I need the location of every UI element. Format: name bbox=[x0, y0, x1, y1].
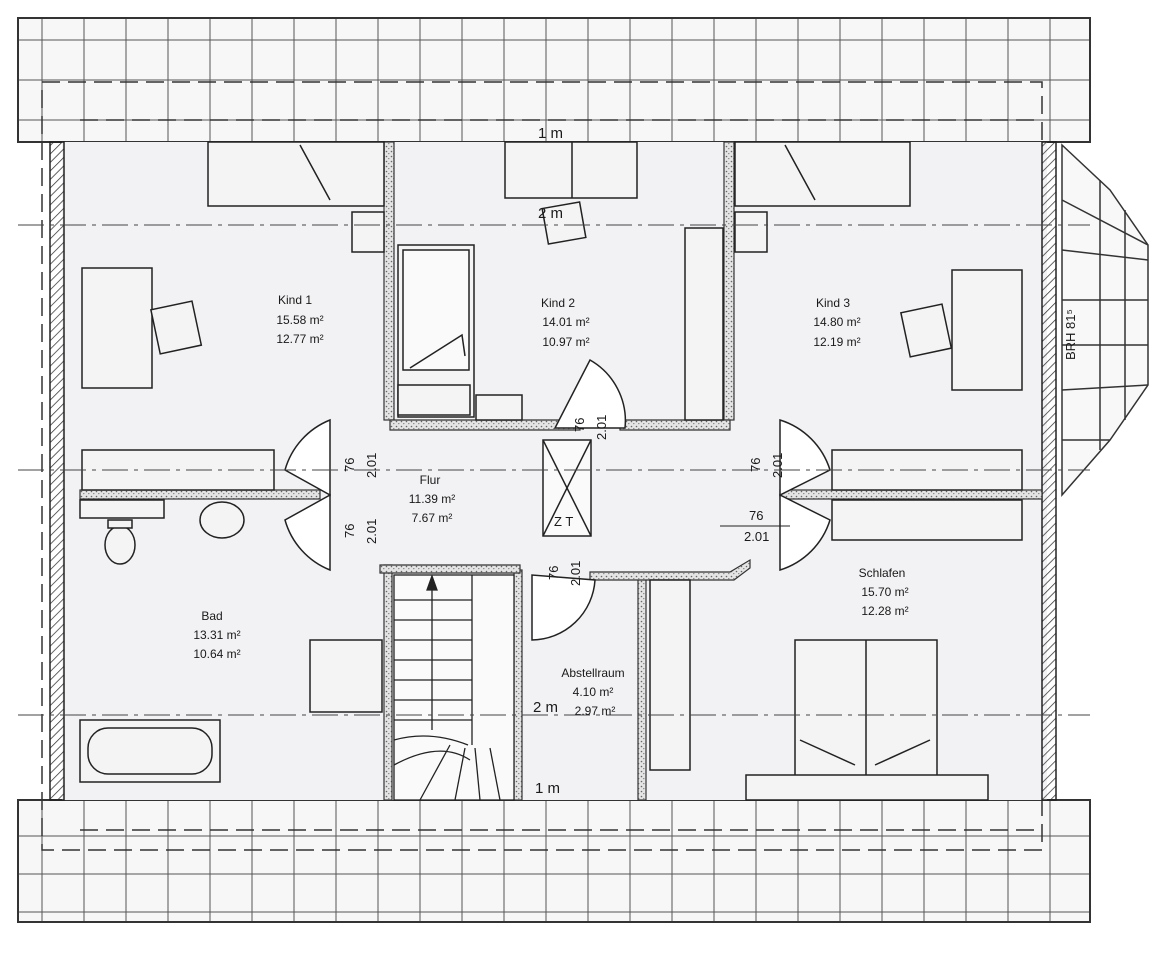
room-bad-area1: 13.31 m² bbox=[193, 628, 240, 642]
scale-1m-label: 1 m bbox=[535, 780, 560, 797]
room-abstellraum-name: Abstellraum bbox=[561, 666, 624, 680]
room-bad-name: Bad bbox=[201, 609, 222, 623]
room-bad-area2: 10.64 m² bbox=[193, 647, 240, 661]
room-kind3: Kind 3 14.80 m² 12.19 m² bbox=[813, 296, 860, 349]
door-width-label: 76 bbox=[342, 524, 357, 538]
door-height-label: 2.01 bbox=[568, 561, 583, 586]
room-abstellraum: Abstellraum 4.10 m² 2.97 m² bbox=[561, 666, 624, 718]
door-height-label: 2.01 bbox=[594, 415, 609, 440]
room-kind2: Kind 2 14.01 m² 10.97 m² bbox=[541, 296, 590, 349]
room-flur-area2: 7.67 m² bbox=[412, 511, 453, 525]
room-flur-name: Flur bbox=[420, 473, 441, 487]
door-width-label: 76 bbox=[572, 418, 587, 432]
room-schlafen: Schlafen 15.70 m² 12.28 m² bbox=[859, 566, 909, 618]
room-schlafen-area2: 12.28 m² bbox=[861, 604, 908, 618]
room-schlafen-area1: 15.70 m² bbox=[861, 585, 908, 599]
exterior-walls bbox=[49, 141, 1057, 801]
room-kind1-area2: 12.77 m² bbox=[276, 332, 323, 346]
door-dimensions: 76 2.01 76 2.01 76 2.01 76 2.01 76 2.01 … bbox=[342, 415, 790, 586]
window-2m-label: 2 m bbox=[538, 205, 563, 222]
zt-marker: Z T bbox=[554, 514, 573, 529]
door-width-label: 76 bbox=[748, 458, 763, 472]
room-kind1-area1: 15.58 m² bbox=[276, 313, 323, 327]
furniture-bad bbox=[79, 499, 383, 783]
room-flur: Flur 11.39 m² 7.67 m² bbox=[409, 473, 455, 525]
room-kind2-name: Kind 2 bbox=[541, 296, 575, 310]
room-bad: Bad 13.31 m² 10.64 m² bbox=[193, 609, 240, 661]
room-schlafen-name: Schlafen bbox=[859, 566, 906, 580]
door-height-label: 2.01 bbox=[744, 529, 769, 544]
room-kind1: Kind 1 15.58 m² 12.77 m² bbox=[276, 293, 323, 346]
room-flur-area1: 11.39 m² bbox=[409, 492, 455, 506]
roof-tiles-bottom bbox=[17, 799, 1091, 923]
roof-tiles-top bbox=[17, 17, 1091, 143]
slope-lines bbox=[18, 224, 1090, 716]
door-swings bbox=[284, 358, 831, 641]
room-kind3-area1: 14.80 m² bbox=[813, 315, 860, 329]
room-abstellraum-area2: 2.97 m² bbox=[575, 704, 616, 718]
door-height-label: 2.01 bbox=[364, 453, 379, 478]
room-abstellraum-area1: 4.10 m² bbox=[573, 685, 614, 699]
room-kind3-name: Kind 3 bbox=[816, 296, 850, 310]
room-kind3-area2: 12.19 m² bbox=[813, 335, 860, 349]
chimney bbox=[542, 439, 592, 537]
plan-markers: Z T 1 m 2 m 2 m 1 m BRH 81⁵ bbox=[533, 125, 1078, 797]
top-1m-label: 1 m bbox=[538, 125, 563, 142]
door-width-label: 76 bbox=[749, 508, 763, 523]
door-width-label: 76 bbox=[546, 566, 561, 580]
door-height-label: 2.01 bbox=[364, 519, 379, 544]
room-kind1-name: Kind 1 bbox=[278, 293, 312, 307]
room-kind2-area1: 14.01 m² bbox=[542, 315, 589, 329]
furniture-kind2 bbox=[397, 141, 724, 421]
dormer bbox=[1061, 143, 1149, 497]
scale-2m-label: 2 m bbox=[533, 699, 558, 716]
door-width-label: 76 bbox=[342, 458, 357, 472]
staircase bbox=[393, 574, 515, 801]
brh-label: BRH 81⁵ bbox=[1063, 309, 1078, 360]
furniture-kind3 bbox=[734, 141, 1023, 391]
room-kind2-area2: 10.97 m² bbox=[542, 335, 589, 349]
door-height-label: 2.01 bbox=[770, 453, 785, 478]
